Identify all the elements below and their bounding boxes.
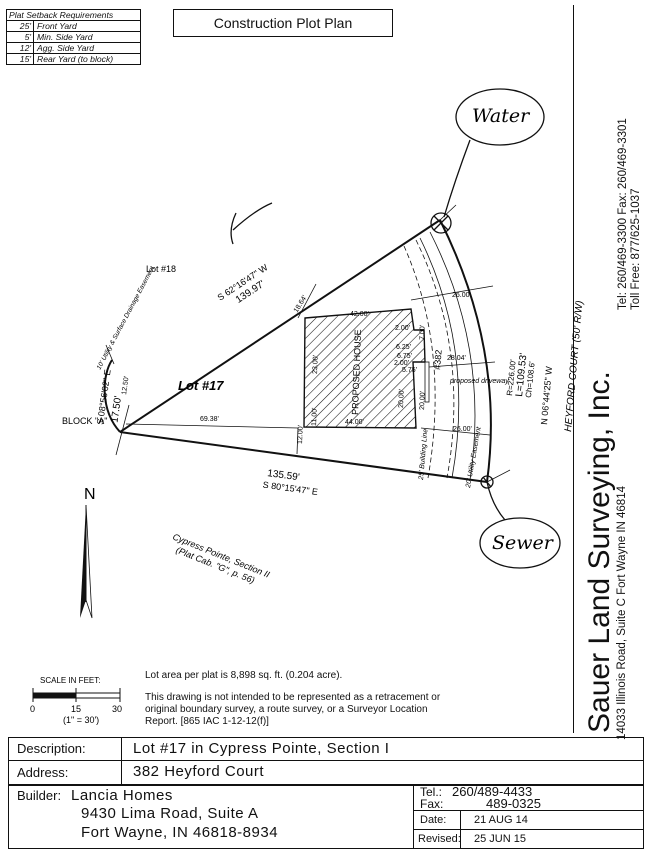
dim-label: 7.00' — [419, 325, 427, 340]
curve-length: L=109.53' — [514, 352, 530, 397]
lot-number-label: Lot #17 — [178, 378, 224, 393]
driveway-label: proposed driveway — [449, 378, 509, 385]
revised-label: Revised: — [418, 833, 461, 845]
company-name: Sauer Land Surveying, Inc. — [583, 371, 616, 733]
plot-drawing: Lot #17 Lot #18 BLOCK "A" S 62°16'47" W … — [30, 88, 585, 725]
company-phone-fax: Tel: 260/469-3300 Fax: 260/469-3301 — [617, 118, 629, 310]
fax-label: Fax: — [420, 797, 444, 811]
dim-label: 5.75' — [402, 367, 417, 374]
tel-label: Tel.: — [420, 785, 443, 799]
plan-title: Construction Plot Plan — [173, 9, 393, 37]
dim-label: 2.00' — [395, 325, 410, 332]
scale-ratio: (1" = 30') — [63, 715, 99, 725]
dim-label: 26.00' — [453, 426, 472, 433]
banner-divider — [573, 5, 574, 733]
dim-label: 42.00' — [350, 311, 369, 318]
builder-label: Builder: — [17, 788, 62, 803]
setback-distance: 12' — [7, 43, 34, 53]
dim-label: 44.00' — [345, 419, 364, 426]
setback-row: 12' Agg. Side Yard — [7, 43, 140, 54]
building-line-label: 25' Building Line — [418, 428, 430, 481]
dim-label: 12.00' — [297, 425, 305, 444]
setback-distance: 25' — [7, 21, 34, 31]
description-box: Description: Lot #17 in Cypress Pointe, … — [8, 737, 644, 785]
scale-bar: SCALE IN FEET: 0 15 30 (1" = 30') — [30, 676, 122, 725]
date-value: 21 AUG 14 — [474, 814, 528, 826]
dim-label: 6.25' — [396, 344, 411, 351]
handwritten-annotations — [230, 88, 561, 569]
setback-description: Rear Yard (to block) — [37, 54, 114, 64]
east-bearing: N 06°44'25" W — [539, 365, 554, 425]
description-label: Description: — [17, 741, 86, 756]
dim-label: 28.04' — [447, 355, 466, 362]
scale-label: SCALE IN FEET: — [40, 676, 100, 685]
company-banner: Sauer Land Surveying, Inc. 14033 Illinoi… — [573, 5, 643, 740]
builder-box: Builder: Lancia Homes 9430 Lima Road, Su… — [8, 784, 644, 849]
setback-distance: 5' — [7, 32, 34, 42]
block-label: BLOCK "A" — [62, 416, 107, 426]
utility-easement-west: 10' Utility & Surface Drainage Easement — [96, 264, 157, 371]
house-number: #382 — [432, 349, 444, 370]
address-value: 382 Heyford Court — [133, 763, 265, 780]
south-distance: 135.59' — [267, 468, 301, 483]
disclaimer-line: This drawing is not intended to be repre… — [145, 692, 441, 703]
tel-value: 260/489-4433 — [452, 784, 533, 799]
company-toll-free: Toll Free: 877/625-1037 — [630, 188, 642, 310]
setback-distance: 15' — [7, 54, 34, 64]
date-label: Date: — [420, 814, 447, 826]
disclaimer-line: Report. [865 IAC 1-12-12(f)] — [145, 716, 269, 727]
fax-value: 489-0325 — [486, 796, 541, 811]
curve-radius: R=226.00' — [505, 359, 518, 397]
setback-title: Plat Setback Requirements — [7, 10, 140, 21]
builder-address-line1: 9430 Lima Road, Suite A — [81, 805, 259, 822]
north-arrow: N — [80, 486, 96, 619]
dim-label: 20.00' — [398, 389, 406, 408]
setback-row: 15' Rear Yard (to block) — [7, 54, 140, 64]
revised-value: 25 JUN 15 — [474, 833, 526, 845]
company-address: 14033 Illinois Road, Suite C Fort Wayne … — [616, 486, 628, 740]
house-label: PROPOSED HOUSE — [350, 329, 363, 415]
builder-address-line2: Fort Wayne, IN 46818-8934 — [81, 824, 279, 841]
setback-description: Front Yard — [37, 21, 77, 31]
curve-chord: Ch=108.6' — [524, 361, 537, 399]
dim-label: 6.75' — [397, 353, 412, 360]
dim-label: 23.00' — [312, 355, 320, 374]
dim-label: 12.50' — [121, 376, 131, 396]
house-dimensions: 42.00' 44.00' 2.00' 6.25' 6.75' 5.75' 2.… — [121, 292, 472, 444]
scale-tick: 0 — [30, 704, 35, 714]
address-label: Address: — [17, 765, 69, 780]
setback-description: Agg. Side Yard — [37, 43, 95, 53]
builder-name: Lancia Homes — [71, 787, 173, 804]
proposed-house — [303, 308, 430, 429]
water-handwritten: Water — [472, 105, 531, 127]
description-value: Lot #17 in Cypress Pointe, Section I — [133, 740, 390, 757]
setback-row: 25' Front Yard — [7, 21, 140, 32]
dim-label: 26.00' — [452, 292, 471, 299]
setback-description: Min. Side Yard — [37, 32, 93, 42]
dim-label: 2.00' — [394, 360, 409, 367]
disclaimer-line: original boundary survey, a route survey… — [145, 704, 428, 715]
scale-tick: 30 — [112, 704, 122, 714]
west-distance: 17.50' — [109, 395, 124, 423]
sewer-handwritten: Sewer — [492, 532, 555, 554]
dim-label: 69.38' — [200, 416, 219, 423]
scale-tick: 15 — [71, 704, 81, 714]
dim-label: 20.00' — [419, 391, 427, 410]
lot-area-note: Lot area per plat is 8,898 sq. ft. (0.20… — [145, 670, 343, 681]
north-arrow-label: N — [84, 486, 96, 503]
setback-row: 5' Min. Side Yard — [7, 32, 140, 43]
dim-label: 11.00' — [311, 407, 319, 426]
contact-column: Tel.: 260/489-4433 Fax: 489-0325 Date: 2… — [413, 784, 644, 848]
setback-table: Plat Setback Requirements 25' Front Yard… — [6, 9, 141, 65]
lot18-label: Lot #18 — [146, 264, 176, 274]
